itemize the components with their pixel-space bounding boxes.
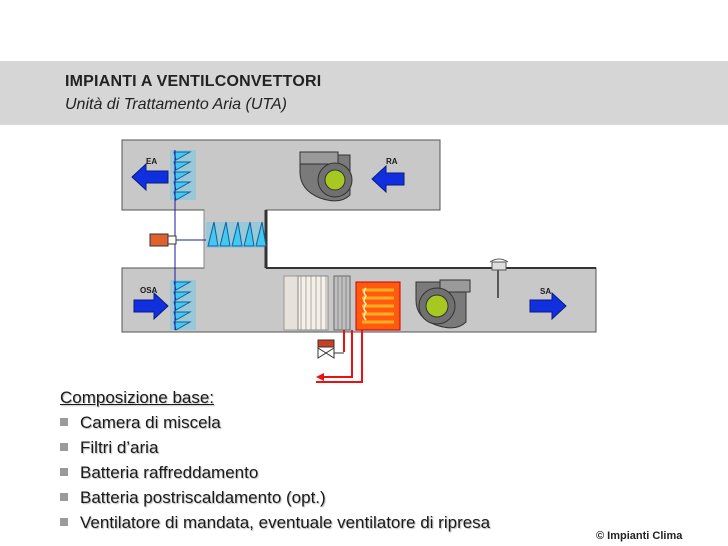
list-item-label: Batteria raffreddamento bbox=[80, 463, 259, 482]
list-item: Filtri d’aria bbox=[60, 438, 490, 463]
heating-coil-icon bbox=[355, 281, 401, 331]
outdoor-air-arrow-icon bbox=[133, 291, 169, 321]
supply-air-arrow-icon bbox=[529, 291, 567, 321]
components-heading: Composizione base: bbox=[60, 388, 215, 407]
bullet-square-icon bbox=[60, 418, 68, 426]
title-band bbox=[0, 61, 728, 125]
exhaust-damper-icon bbox=[170, 150, 196, 201]
bullet-square-icon bbox=[60, 468, 68, 476]
bullet-square-icon bbox=[60, 493, 68, 501]
bullet-square-icon bbox=[60, 518, 68, 526]
air-filter-icon bbox=[283, 275, 299, 331]
footer-brand: Impianti Clima bbox=[607, 530, 683, 542]
list-item-label: Batteria postriscaldamento (opt.) bbox=[80, 488, 326, 507]
list-item-label: Ventilatore di mandata, eventuale ventil… bbox=[80, 513, 491, 532]
list-item: Batteria postriscaldamento (opt.) bbox=[60, 488, 490, 513]
copyright-symbol: © bbox=[596, 530, 605, 542]
cooling-coil-icon bbox=[333, 275, 351, 331]
heating-pipes bbox=[316, 330, 363, 383]
list-item-label: Camera di miscela bbox=[80, 413, 221, 432]
damper-actuator-icon bbox=[149, 150, 206, 330]
label-osa: OSA bbox=[140, 286, 158, 295]
control-valve-icon bbox=[317, 339, 344, 359]
humidifier-icon bbox=[489, 258, 509, 298]
supply-fan-icon bbox=[415, 279, 471, 329]
footer-credit: © Impianti Clima bbox=[596, 530, 682, 542]
air-filter-pleated-icon bbox=[297, 275, 329, 331]
return-air-arrow-icon bbox=[371, 164, 405, 194]
list-item-label: Filtri d’aria bbox=[80, 438, 159, 457]
label-sa: SA bbox=[540, 287, 551, 296]
outdoor-damper-icon bbox=[170, 280, 196, 331]
page-subtitle: Unità di Trattamento Aria (UTA) bbox=[65, 96, 287, 113]
components-list: Composizione base: Camera di miscela Fil… bbox=[60, 388, 490, 538]
list-item: Ventilatore di mandata, eventuale ventil… bbox=[60, 513, 490, 538]
bullet-square-icon bbox=[60, 443, 68, 451]
exhaust-air-arrow-icon bbox=[131, 162, 169, 192]
list-item: Batteria raffreddamento bbox=[60, 463, 490, 488]
mixing-damper-icon bbox=[206, 221, 267, 248]
page-title: IMPIANTI A VENTILCONVETTORI bbox=[65, 73, 322, 90]
label-ea: EA bbox=[146, 157, 157, 166]
list-item: Camera di miscela bbox=[60, 413, 490, 438]
return-fan-icon bbox=[299, 151, 353, 202]
label-ra: RA bbox=[386, 157, 398, 166]
duct bbox=[121, 139, 597, 333]
